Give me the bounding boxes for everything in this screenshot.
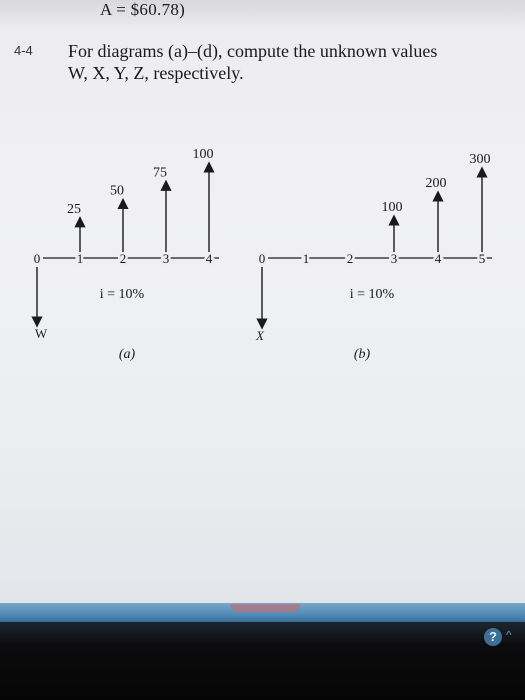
period-label-0: 0 bbox=[259, 251, 266, 266]
cash-flow-value-100: 100 bbox=[382, 200, 403, 215]
cash-flow-value-300: 300 bbox=[470, 152, 491, 167]
cash-flow-value-200: 200 bbox=[426, 176, 447, 191]
period-label-1: 1 bbox=[77, 251, 84, 266]
monitor-edge bbox=[0, 603, 525, 625]
period-label-5: 5 bbox=[479, 251, 486, 266]
diagram-caption: (a) bbox=[119, 347, 136, 362]
interest-rate-label: i = 10% bbox=[350, 287, 395, 302]
monitor-reflection bbox=[230, 604, 300, 612]
period-label-0: 0 bbox=[34, 251, 41, 266]
period-label-4: 4 bbox=[435, 251, 442, 266]
unknown-label: W bbox=[35, 326, 48, 341]
diagram-caption: (b) bbox=[354, 347, 371, 362]
problem-statement: For diagrams (a)–(d), compute the unknow… bbox=[68, 40, 518, 84]
page-shadow bbox=[0, 0, 525, 30]
cash-flow-value-100: 100 bbox=[193, 147, 214, 162]
question-icon[interactable]: ? bbox=[484, 628, 502, 646]
period-label-2: 2 bbox=[347, 251, 354, 266]
problem-line-2: W, X, Y, Z, respectively. bbox=[68, 63, 244, 83]
interest-rate-label: i = 10% bbox=[100, 287, 145, 302]
problem-line-1: For diagrams (a)–(d), compute the unknow… bbox=[68, 41, 438, 61]
chevron-up-icon[interactable]: ^ bbox=[506, 628, 512, 642]
period-label-4: 4 bbox=[206, 251, 213, 266]
monitor-bezel bbox=[0, 622, 525, 700]
problem-number: 4-4 bbox=[14, 43, 33, 58]
period-label-2: 2 bbox=[120, 251, 127, 266]
unknown-label: X bbox=[255, 328, 265, 343]
textbook-page: A = $60.78) 4-4 For diagrams (a)–(d), co… bbox=[0, 0, 525, 605]
header-formula: A = $60.78) bbox=[100, 0, 186, 19]
cash-flow-value-25: 25 bbox=[67, 202, 81, 217]
period-label-1: 1 bbox=[303, 251, 310, 266]
cash-flow-value-50: 50 bbox=[110, 184, 124, 199]
cash-flow-value-75: 75 bbox=[153, 165, 167, 180]
period-label-3: 3 bbox=[391, 251, 398, 266]
period-label-3: 3 bbox=[163, 251, 170, 266]
